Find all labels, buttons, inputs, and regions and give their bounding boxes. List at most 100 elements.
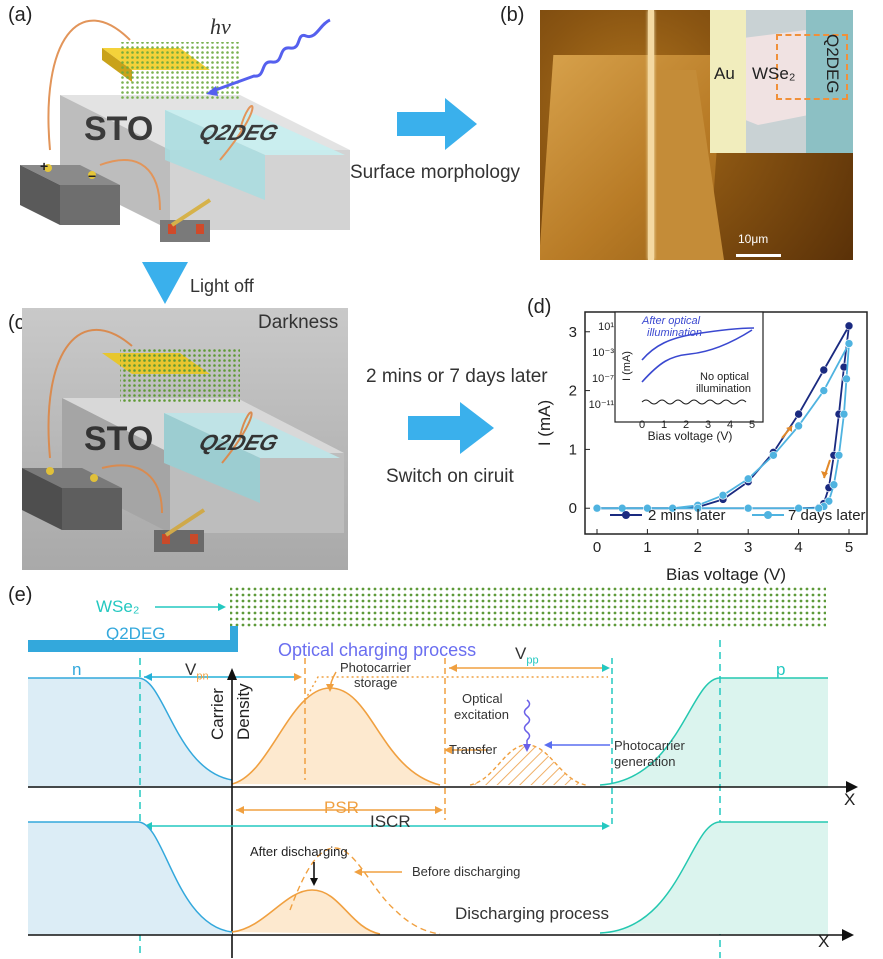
q2deg-label-e: Q2DEG xyxy=(106,624,166,643)
legend-entry-2min: 2 mins later xyxy=(648,507,726,524)
hv-label: hν xyxy=(210,14,231,39)
carrier-density-line1: Carrier xyxy=(208,688,227,740)
au-label: Au xyxy=(714,64,735,83)
scale-bar-label: 10μm xyxy=(738,232,769,246)
legend-entry-7days: 7 days later xyxy=(788,507,866,524)
y-tick-label-1: 1 xyxy=(569,441,577,458)
inset-ylabel: I (mA) xyxy=(621,351,633,381)
inset-xtick-1: 1 xyxy=(661,419,667,431)
y-tick-label-3: 3 xyxy=(569,324,577,341)
iv-chart: 0 1 2 3 4 5 0 1 2 3 Bias voltage (V) I (mA) 2 min… xyxy=(535,311,868,584)
optical-inset: Au WSe₂ Q2DEG xyxy=(710,10,853,153)
series-1-down-point-7 xyxy=(814,503,824,513)
photocarrier-generation-line1: Photocarrier xyxy=(614,738,685,753)
series-1-down-point-5 xyxy=(824,496,834,506)
panel-label-e: (e) xyxy=(8,584,33,606)
q2deg-label-c: Q2DEG xyxy=(195,430,282,455)
inset-ytick-2: 10⁻⁷ xyxy=(592,373,614,385)
arrow-right-icon xyxy=(408,402,494,454)
scale-bar xyxy=(736,254,781,257)
photocarrier-storage-line2: storage xyxy=(354,675,398,690)
arrow-right-icon xyxy=(397,98,477,150)
scan-region-box xyxy=(776,34,848,100)
y-tick-label-2: 2 xyxy=(569,383,577,400)
inset-ytick-3: 10⁻¹¹ xyxy=(589,399,615,411)
inset-annotation-top-line2: illumination xyxy=(647,327,702,339)
carrier-density-line2: Density xyxy=(234,683,253,740)
y-tick-label-0: 0 xyxy=(569,500,577,517)
y-axis-label: I (mA) xyxy=(535,400,554,446)
photocarrier-storage-line1: Photocarrier xyxy=(340,660,411,675)
x-axis-label: Bias voltage (V) xyxy=(666,565,786,584)
psr-label: PSR xyxy=(324,798,359,817)
sto-label-a: STO xyxy=(84,110,154,148)
after-discharging-label: After discharging xyxy=(250,844,348,859)
p-region-label: p xyxy=(776,660,786,679)
light-off-label: Light off xyxy=(190,276,254,296)
x-tick-label-4: 4 xyxy=(794,539,802,556)
panel-e-diagram xyxy=(28,585,858,958)
surface-morphology-label: Surface morphology xyxy=(350,162,521,183)
x-tick-label-5: 5 xyxy=(845,539,853,556)
time-later-label: 2 mins or 7 days later xyxy=(366,366,548,387)
x-tick-label-3: 3 xyxy=(744,539,752,556)
n-region-label: n xyxy=(72,660,82,679)
inset-xtick-4: 4 xyxy=(727,419,733,431)
series-1-down-point-4 xyxy=(829,480,839,490)
before-discharging-label: Before discharging xyxy=(412,864,521,879)
discharging-process-label: Discharging process xyxy=(455,904,610,923)
q2deg-bar xyxy=(28,640,238,652)
switch-on-label: Switch on ciruit xyxy=(386,466,514,487)
series-0-up-point-8 xyxy=(794,409,803,419)
series-1-down-point-0 xyxy=(844,339,854,348)
inset-xlabel: Bias voltage (V) xyxy=(648,429,733,443)
chart-legend: 2 mins later 7 days later xyxy=(610,507,866,524)
panel-label-b: (b) xyxy=(500,4,525,26)
panel-label-a: (a) xyxy=(8,4,33,26)
x-tick-label-0: 0 xyxy=(593,539,601,556)
panel-label-d: (d) xyxy=(527,296,552,318)
darkness-label: Darkness xyxy=(258,312,339,333)
inset-xtick-5: 5 xyxy=(749,419,755,431)
inset-xtick-2: 2 xyxy=(683,419,689,431)
wse2-label-b: WSe₂ xyxy=(752,64,796,83)
inset-ytick-1: 10⁻³ xyxy=(592,347,614,359)
inset-ytick-0: 10¹ xyxy=(598,321,614,333)
wse2-layer xyxy=(230,585,826,627)
series-1-up-point-8 xyxy=(794,421,803,431)
series-1-down-point-9 xyxy=(743,503,753,513)
panel-c-device-illustration xyxy=(22,328,344,552)
arrow-down-icon xyxy=(142,262,188,304)
vpp-label: Vpp xyxy=(515,644,539,667)
series-0-up-point-9 xyxy=(819,365,829,375)
inset-annotation-bottom-line1: No optical xyxy=(700,371,749,383)
iscr-label: ISCR xyxy=(370,812,411,831)
optical-charging-title: Optical charging process xyxy=(278,640,477,660)
inset-annotation-bottom-line2: illumination xyxy=(696,383,751,395)
chart-inset: After optical illumination No optical il… xyxy=(589,311,764,443)
series-1-down-point-10 xyxy=(693,503,703,513)
series-1-down-point-12 xyxy=(592,503,602,513)
x-tick-label-2: 2 xyxy=(694,539,702,556)
series-0-down-point-0 xyxy=(844,321,854,331)
panel-a-device-illustration xyxy=(20,18,350,242)
x-tick-label-1: 1 xyxy=(643,539,651,556)
series-1-down-point-11 xyxy=(643,503,652,513)
sto-label-c: STO xyxy=(84,420,154,458)
battery-plus-a: + xyxy=(40,158,49,174)
inset-xtick-0: 0 xyxy=(639,419,645,431)
optical-excitation-line1: Optical xyxy=(462,691,503,706)
transfer-label: Transfer xyxy=(449,742,497,757)
series-1-up-point-9 xyxy=(819,386,829,395)
vpn-label: Vpn xyxy=(185,660,209,683)
series-1-up-point-6 xyxy=(743,474,753,484)
series-1-down-point-8 xyxy=(794,503,803,513)
wse2-label-e: WSe₂ xyxy=(96,597,140,616)
inset-annotation-top-line1: After optical xyxy=(641,315,701,327)
series-1-up-point-7 xyxy=(769,450,778,460)
inset-xtick-3: 3 xyxy=(705,419,711,431)
series-1-up-point-5 xyxy=(718,490,728,500)
q2deg-label-a: Q2DEG xyxy=(195,120,282,145)
photocarrier-generation-line2: generation xyxy=(614,754,676,769)
series-1-down-point-2 xyxy=(839,409,849,419)
